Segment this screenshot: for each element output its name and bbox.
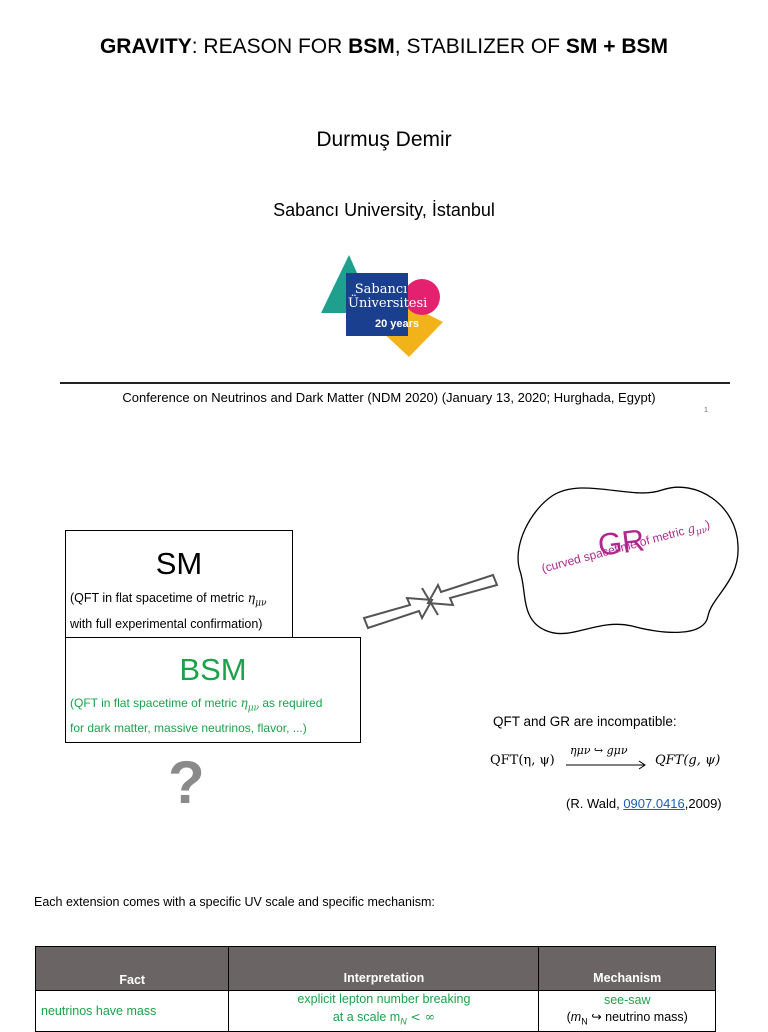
conference-footer: Conference on Neutrinos and Dark Matter … (122, 390, 656, 405)
slide-title: GRAVITY: REASON FOR BSM, STABILIZER OF S… (99, 35, 669, 58)
divider (60, 382, 730, 384)
author-name: Durmuş Demir (316, 128, 452, 151)
bsm-description: (QFT in flat spacetime of metric ημν as … (70, 696, 323, 736)
table-row: neutrinos have mass explicit lepton numb… (34, 990, 716, 1032)
sm-box (65, 530, 293, 638)
logo-line-2: Üniversitesi (348, 296, 428, 311)
gr-blob (512, 476, 747, 641)
qft-equation: QFT(η, ψ) ημν ↪ gμν QFT(g, ψ) (490, 744, 730, 780)
sm-title: SM (155, 546, 203, 581)
header-mechanism: Mechanism (538, 946, 716, 991)
arxiv-link[interactable]: 0907.0416 (623, 796, 685, 811)
facts-table: Fact Interpretation Mechanism neutrinos … (34, 946, 716, 1032)
header-interpretation: Interpretation (228, 946, 540, 991)
logo-line-3: 20 years (375, 318, 420, 330)
equation-right: QFT(g, ψ) (655, 753, 721, 768)
logo-line-1: Sabancı (354, 282, 408, 297)
page-number: 1 (704, 407, 708, 414)
bsm-title: BSM (179, 652, 247, 687)
cell-mechanism: see-saw(mN ↪ neutrino mass) (538, 990, 716, 1032)
affiliation: Sabancı University, İstanbul (273, 200, 495, 220)
equation-left: QFT(η, ψ) (490, 753, 555, 768)
equation-arrow-label: ημν ↪ gμν (570, 744, 628, 757)
question-mark: ? (168, 749, 205, 816)
table-header-row: Fact Interpretation Mechanism (34, 946, 716, 991)
header-fact: Fact (34, 946, 230, 991)
citation: (R. Wald, 0907.0416,2009) (566, 796, 722, 811)
bsm-box (65, 637, 361, 743)
arrow-right-icon (566, 760, 646, 770)
incompatibility-statement: QFT and GR are incompatible: (493, 714, 677, 729)
cell-fact: neutrinos have mass (34, 990, 230, 1032)
extension-note: Each extension comes with a specific UV … (34, 895, 435, 909)
university-logo: Sabancı Üniversitesi 20 years (315, 255, 450, 360)
broken-arrow-icon (360, 570, 502, 635)
